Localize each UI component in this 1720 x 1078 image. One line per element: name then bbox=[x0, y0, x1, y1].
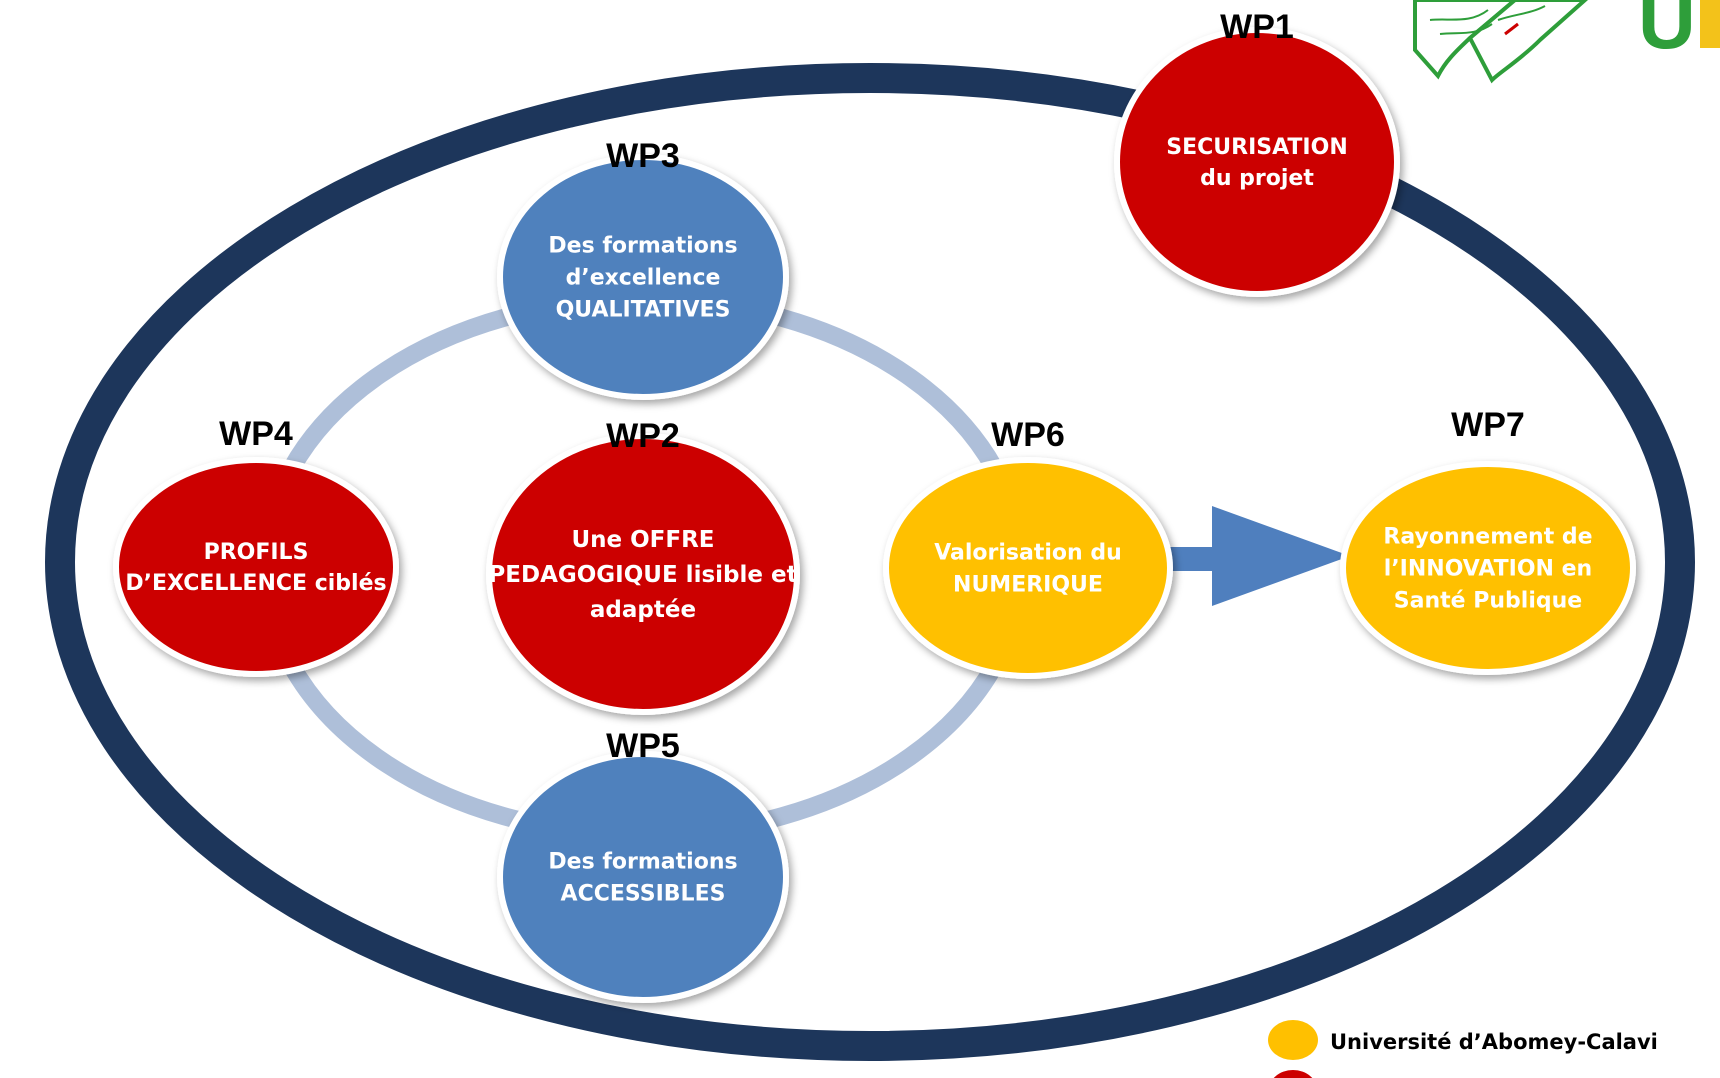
node-wp2-text-line: adaptée bbox=[590, 597, 696, 623]
node-wp2-circle bbox=[486, 433, 800, 715]
node-wp7-circle bbox=[1340, 461, 1636, 675]
legend-label: Université d’Abomey-Calavi bbox=[1330, 1030, 1658, 1054]
node-wp2-text-line: PEDAGOGIQUE lisible et bbox=[488, 562, 797, 588]
open-book-icon bbox=[1413, 0, 1589, 84]
node-wp4: PROFILS D’EXCELLENCE ciblés bbox=[113, 457, 399, 677]
node-wp3-text-line: QUALITATIVES bbox=[556, 298, 731, 323]
legend-swatch bbox=[1268, 1020, 1318, 1060]
node-wp1-text-line: du projet bbox=[1200, 166, 1314, 191]
legend-item-yellow: Université d’Abomey-Calavi bbox=[1268, 1020, 1658, 1060]
arrow-shaft bbox=[1170, 547, 1216, 571]
legend-item-red bbox=[1273, 1070, 1313, 1078]
node-wp1: SECURISATION du projet bbox=[1114, 27, 1400, 297]
node-wp7-text-line: l’INNOVATION en bbox=[1384, 557, 1592, 582]
outer-ring bbox=[45, 63, 1695, 1061]
arrow-head bbox=[1212, 506, 1350, 606]
legend: Université d’Abomey-Calavi bbox=[1268, 1020, 1658, 1078]
logo: U bbox=[1413, 0, 1720, 84]
node-wp2-text-line: Une OFFRE bbox=[571, 527, 714, 553]
wp-label-wp1: WP1 bbox=[1220, 8, 1294, 46]
node-wp5-text-line: Des formations bbox=[548, 850, 737, 875]
wp-label-wp3: WP3 bbox=[606, 137, 680, 175]
node-wp4-text-line: PROFILS bbox=[204, 540, 309, 565]
logo-gold-accent bbox=[1700, 0, 1720, 48]
wp-label-wp4: WP4 bbox=[219, 415, 293, 453]
node-wp3-circle bbox=[497, 154, 789, 400]
node-wp3-text-line: d’excellence bbox=[566, 266, 721, 291]
arrow-wp6-to-wp7 bbox=[1170, 506, 1350, 606]
logo-letter: U bbox=[1638, 0, 1696, 65]
node-wp6-circle bbox=[883, 457, 1173, 679]
node-wp6-text-line: Valorisation du bbox=[934, 541, 1122, 566]
node-wp5-text-line: ACCESSIBLES bbox=[561, 882, 726, 907]
node-wp2: Une OFFRE PEDAGOGIQUE lisible et adaptée bbox=[486, 433, 800, 715]
node-wp4-circle bbox=[113, 457, 399, 677]
wp-label-wp2: WP2 bbox=[606, 417, 680, 455]
node-wp6-text-line: NUMERIQUE bbox=[953, 573, 1103, 598]
node-wp7-text-line: Rayonnement de bbox=[1383, 525, 1592, 550]
node-wp4-text-line: D’EXCELLENCE ciblés bbox=[125, 571, 386, 596]
wp-label-wp6: WP6 bbox=[991, 416, 1065, 454]
node-wp7-text-line: Santé Publique bbox=[1394, 589, 1582, 614]
node-wp1-text-line: SECURISATION bbox=[1166, 135, 1347, 160]
wp-label-wp5: WP5 bbox=[606, 727, 680, 765]
node-wp6: Valorisation du NUMERIQUE bbox=[883, 457, 1173, 679]
legend-swatch bbox=[1273, 1070, 1313, 1078]
node-wp7: Rayonnement de l’INNOVATION en Santé Publi… bbox=[1340, 461, 1636, 675]
wp-label-wp7: WP7 bbox=[1451, 406, 1525, 444]
node-wp5-circle bbox=[497, 751, 789, 1003]
node-wp1-circle bbox=[1114, 27, 1400, 297]
node-wp3-text-line: Des formations bbox=[548, 234, 737, 259]
